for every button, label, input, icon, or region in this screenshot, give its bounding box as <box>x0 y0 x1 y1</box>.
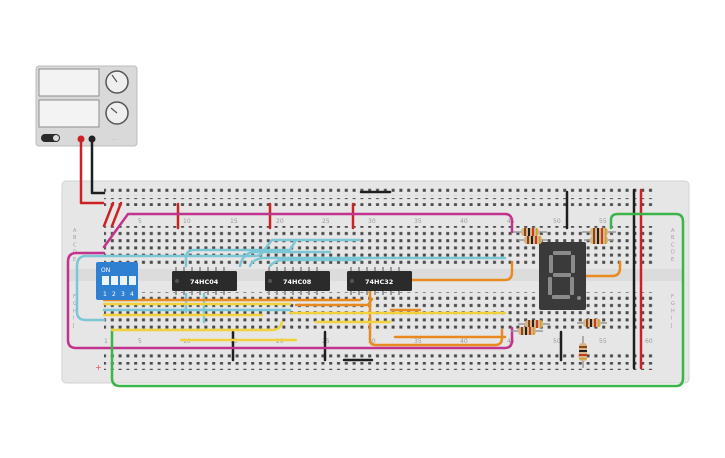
row-letter: B <box>73 235 77 241</box>
dip-on-label: ON <box>101 267 110 274</box>
dip-toggle-3[interactable] <box>120 276 127 285</box>
row-letter: C <box>671 242 675 248</box>
row-letter: E <box>671 257 674 263</box>
voltage-display <box>38 68 100 97</box>
column-number: 1 <box>104 338 108 345</box>
row-letter: J <box>72 323 74 329</box>
power-supply[interactable]: - -- - <box>35 65 138 147</box>
column-number: 20 <box>276 338 284 345</box>
wire-magenta-top <box>102 212 514 249</box>
wire-cyan-1 <box>75 238 362 322</box>
row-letter: B <box>671 235 675 241</box>
resistor <box>518 236 548 244</box>
wires[interactable] <box>66 140 685 388</box>
column-number: 20 <box>276 218 284 225</box>
svg-text:- -- -: - -- - <box>112 137 118 141</box>
column-number: 5 <box>138 338 142 345</box>
resistor <box>584 236 614 244</box>
positive-terminal <box>77 135 85 143</box>
row-letter: F <box>671 294 674 300</box>
column-number: 25 <box>322 218 330 225</box>
column-number: 15 <box>230 218 238 225</box>
row-letter: A <box>73 228 77 234</box>
resistor <box>582 228 616 236</box>
chip-74hc32-label: 74HC32 <box>365 278 393 286</box>
chip-pins <box>175 267 400 295</box>
column-number: 5 <box>138 218 142 225</box>
dip-num-1: 1 <box>103 291 107 298</box>
row-letter: G <box>671 301 675 307</box>
seven-segment-display[interactable] <box>539 242 586 310</box>
bottom-rail-2 <box>104 362 654 370</box>
resistor <box>513 228 547 236</box>
column-number: 10 <box>183 338 191 345</box>
row-letter: G <box>73 301 77 307</box>
dip-num-2: 2 <box>112 291 116 298</box>
chip-74hc04[interactable]: 74HC04 <box>172 271 237 291</box>
dip-switch[interactable]: ON 1 2 3 4 <box>96 262 138 300</box>
column-number: 55 <box>599 218 607 225</box>
negative-terminal <box>88 135 96 143</box>
wire-magenta-loop <box>66 251 514 350</box>
chip-74hc08[interactable]: 74HC08 <box>265 271 330 291</box>
wire-red-supply <box>79 140 105 205</box>
wire-orange-1 <box>410 260 514 282</box>
top-rail-2 <box>104 198 654 206</box>
dip-num-4: 4 <box>130 291 134 298</box>
row-letter: H <box>671 308 675 314</box>
column-number: 10 <box>183 218 191 225</box>
resistor <box>518 320 550 328</box>
column-number: 30 <box>368 218 376 225</box>
row-letter: F <box>73 294 76 300</box>
current-display <box>38 99 100 128</box>
row-letter: D <box>671 250 675 256</box>
row-letter: C <box>73 242 77 248</box>
column-number: 50 <box>553 218 561 225</box>
row-letter: I <box>73 316 74 322</box>
column-number: 35 <box>414 338 422 345</box>
dip-toggle-2[interactable] <box>111 276 118 285</box>
column-number: 55 <box>599 338 607 345</box>
column-number: 30 <box>368 338 376 345</box>
wire-yellow-1 <box>110 320 284 332</box>
display-segments <box>548 251 581 300</box>
wire-black-supply <box>90 140 106 195</box>
row-letter: I <box>671 316 672 322</box>
row-letter: H <box>73 308 77 314</box>
dip-toggle-1[interactable] <box>102 276 109 285</box>
dip-num-3: 3 <box>121 291 125 298</box>
bottom-rail-1 <box>104 352 654 360</box>
resistor <box>579 336 587 368</box>
column-number: 35 <box>414 218 422 225</box>
wire-red-jumper-1 <box>102 201 115 228</box>
row-letter: A <box>671 228 675 234</box>
column-number: 40 <box>460 218 468 225</box>
chip-74hc08-label: 74HC08 <box>283 278 312 286</box>
resistor <box>511 327 543 335</box>
dip-toggle-4[interactable] <box>129 276 136 285</box>
resistor <box>577 319 607 327</box>
wire-red-jumper-2 <box>110 201 123 228</box>
column-number: 50 <box>553 338 561 345</box>
wire-green-loop <box>110 212 685 388</box>
row-letter: E <box>73 257 76 263</box>
resistors[interactable] <box>511 228 616 368</box>
chip-74hc04-label: 74HC04 <box>190 278 219 286</box>
row-letter: J <box>670 323 672 329</box>
column-number: 60 <box>645 338 653 345</box>
rail-plus-label: + <box>95 363 102 372</box>
chip-74hc32[interactable]: 74HC32 <box>347 271 412 291</box>
column-number: 40 <box>460 338 468 345</box>
